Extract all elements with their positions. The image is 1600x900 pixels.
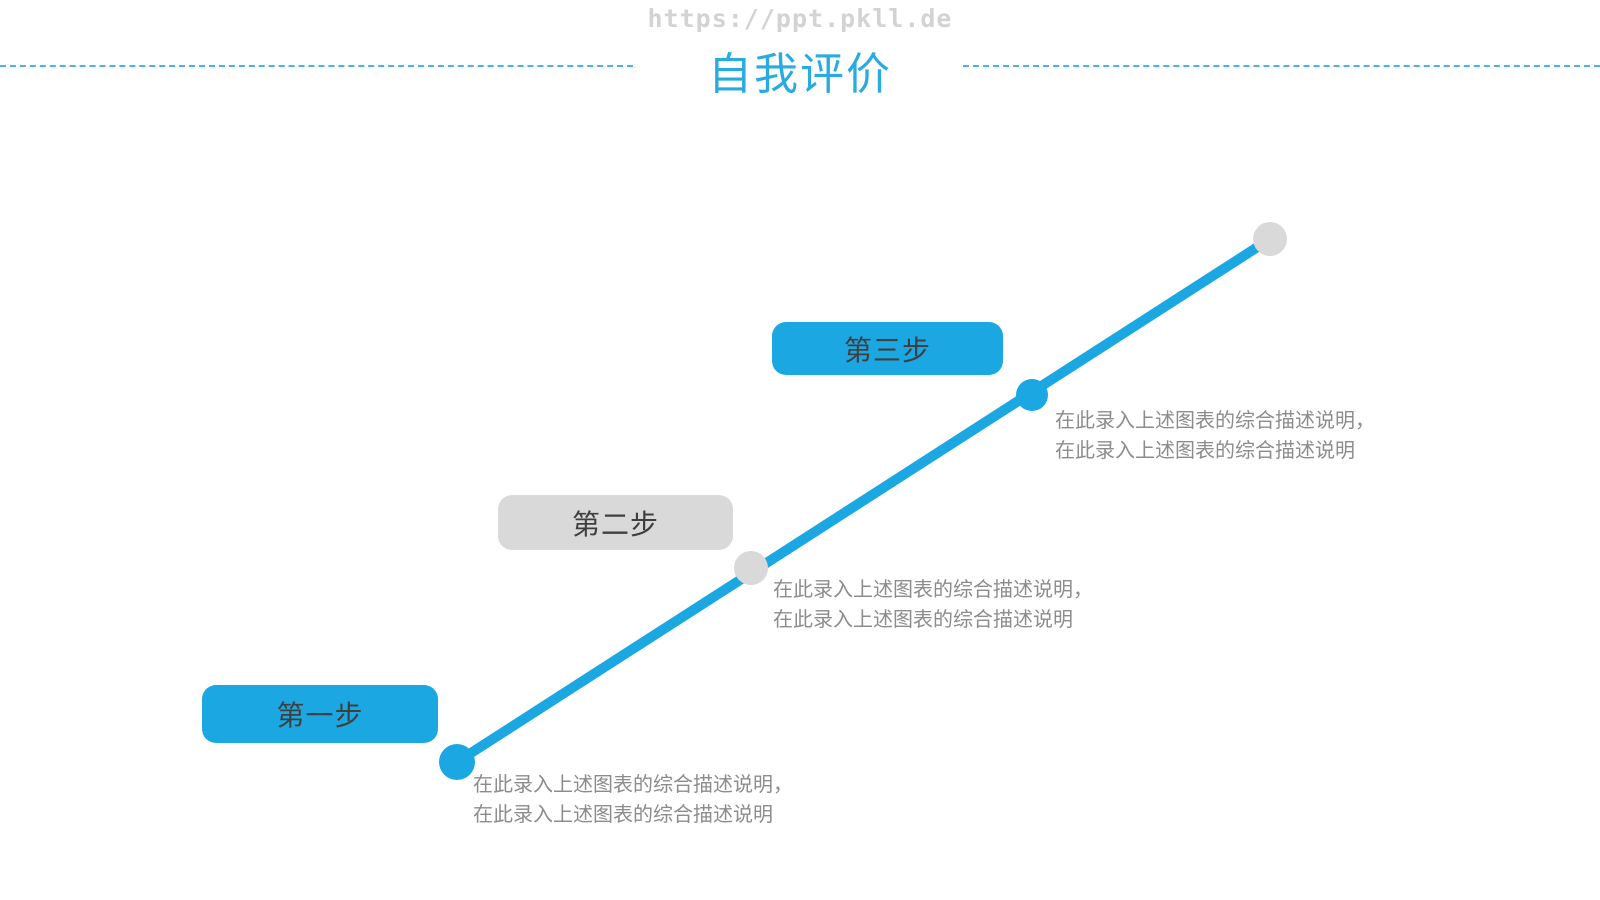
- step1-label-box: 第一步: [202, 685, 438, 743]
- step2-label: 第二步: [571, 508, 659, 540]
- step1-marker: [439, 744, 475, 780]
- step3-description: 在此录入上述图表的综合描述说明， 在此录入上述图表的综合描述说明: [1055, 406, 1375, 466]
- title-divider-right: [963, 65, 1600, 67]
- step1-description-line1: 在此录入上述图表的综合描述说明，: [473, 774, 793, 796]
- step1-label: 第一步: [276, 700, 364, 731]
- step2-label-box: 第二步: [498, 495, 733, 550]
- step3-marker: [1016, 379, 1048, 411]
- watermark-url: https://ppt.pkll.de: [647, 4, 953, 33]
- step1-description-line2: 在此录入上述图表的综合描述说明: [473, 804, 773, 826]
- timeline-end-marker: [1253, 222, 1287, 256]
- step2-description-line2: 在此录入上述图表的综合描述说明: [773, 609, 1073, 631]
- step3-description-line2: 在此录入上述图表的综合描述说明: [1055, 440, 1355, 462]
- title-divider-left: [0, 65, 633, 67]
- slide-title: 自我评价: [708, 50, 892, 99]
- step3-label-box: 第三步: [772, 322, 1003, 375]
- step1-description: 在此录入上述图表的综合描述说明， 在此录入上述图表的综合描述说明: [473, 770, 793, 830]
- step3-label: 第三步: [843, 334, 931, 366]
- timeline-line: [452, 234, 1275, 767]
- step2-marker: [734, 551, 768, 585]
- step3-description-line1: 在此录入上述图表的综合描述说明，: [1055, 410, 1375, 432]
- step2-description: 在此录入上述图表的综合描述说明， 在此录入上述图表的综合描述说明: [773, 575, 1093, 635]
- step2-description-line1: 在此录入上述图表的综合描述说明，: [773, 579, 1093, 601]
